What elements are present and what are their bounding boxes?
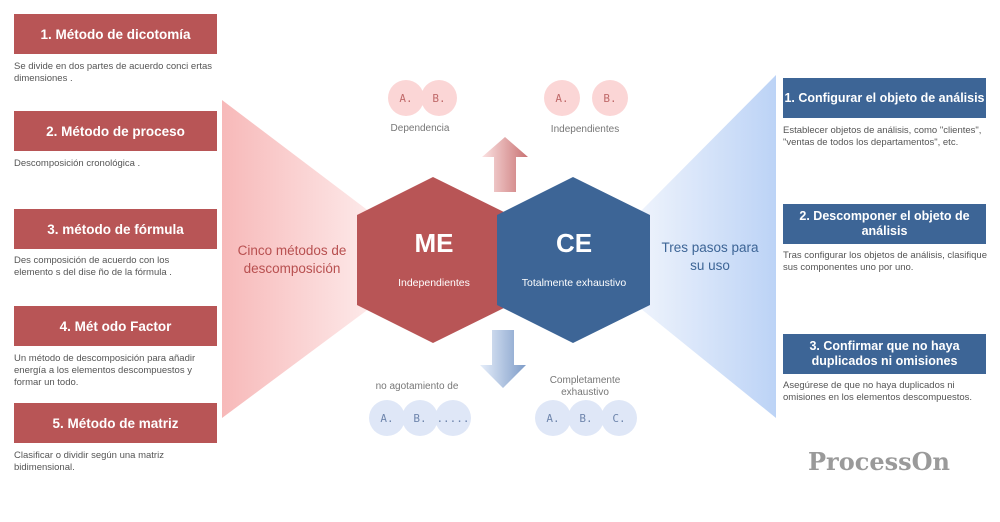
me-hexagon: [357, 177, 510, 343]
ce-hexagon: [497, 177, 650, 343]
processon-watermark: ProcessOn: [808, 447, 950, 476]
circle-dependencia-b: B.: [421, 80, 457, 116]
circle-no-agotamiento-a: A.: [369, 400, 405, 436]
ce-subtitle: Totalmente exhaustivo: [521, 277, 627, 289]
method-3-title: 3. método de fórmula: [14, 209, 217, 249]
independientes-label: Independientes: [550, 124, 620, 135]
step-1-title: 1. Configurar el objeto de análisis: [783, 78, 986, 118]
step-1-desc: Establecer objetos de análisis, como "cl…: [783, 125, 982, 148]
circle-no-agotamiento-b: B.: [402, 400, 438, 436]
circle-completamente-a: A.: [535, 400, 571, 436]
step-3-desc: Asegúrese de que no haya duplicados ni o…: [783, 380, 973, 403]
method-3-desc: Des composición de acuerdo con los eleme…: [14, 255, 172, 278]
me-subtitle: Independientes: [398, 277, 470, 289]
no-agotamiento-label: no agotamiento de: [375, 381, 459, 392]
method-5-title: 5. Método de matriz: [14, 403, 217, 443]
circle-independientes-b: B.: [592, 80, 628, 116]
method-1-title: 1. Método de dicotomía: [14, 14, 217, 54]
circle-completamente-c: C.: [601, 400, 637, 436]
dependencia-label: Dependencia: [390, 123, 450, 134]
ce-title: CE: [555, 228, 593, 258]
method-1-desc: Se divide en dos partes de acuerdo conci…: [14, 61, 213, 84]
right-funnel: [640, 75, 776, 418]
circle-dependencia-a: A.: [388, 80, 424, 116]
completamente-label: Completamente exhaustivo: [549, 375, 621, 398]
method-4-title: 4. Mét odo Factor: [14, 306, 217, 346]
method-2-title: 2. Método de proceso: [14, 111, 217, 151]
method-2-desc: Descomposición cronológica .: [14, 158, 141, 169]
method-5-desc: Clasificar o dividir según una matriz bi…: [14, 450, 164, 473]
left-funnel: [222, 100, 370, 418]
up-arrow: [482, 137, 528, 192]
circle-completamente-b: B.: [568, 400, 604, 436]
step-2-title: 2. Descomponer el objeto de análisis: [783, 204, 986, 244]
circle-no-agotamiento-more: .....: [435, 400, 471, 436]
step-2-desc: Tras configurar los objetos de análisis,…: [783, 250, 987, 273]
step-3-title: 3. Confirmar que no haya duplicados ni o…: [783, 334, 986, 374]
circle-independientes-a: A.: [544, 80, 580, 116]
method-4-desc: Un método de descomposición para añadir …: [14, 353, 196, 388]
right-funnel-label: Tres pasos para su uso: [661, 240, 759, 273]
me-title: ME: [414, 228, 454, 258]
down-arrow: [480, 330, 526, 388]
left-funnel-label: Cinco métodos de descomposición: [237, 243, 347, 276]
